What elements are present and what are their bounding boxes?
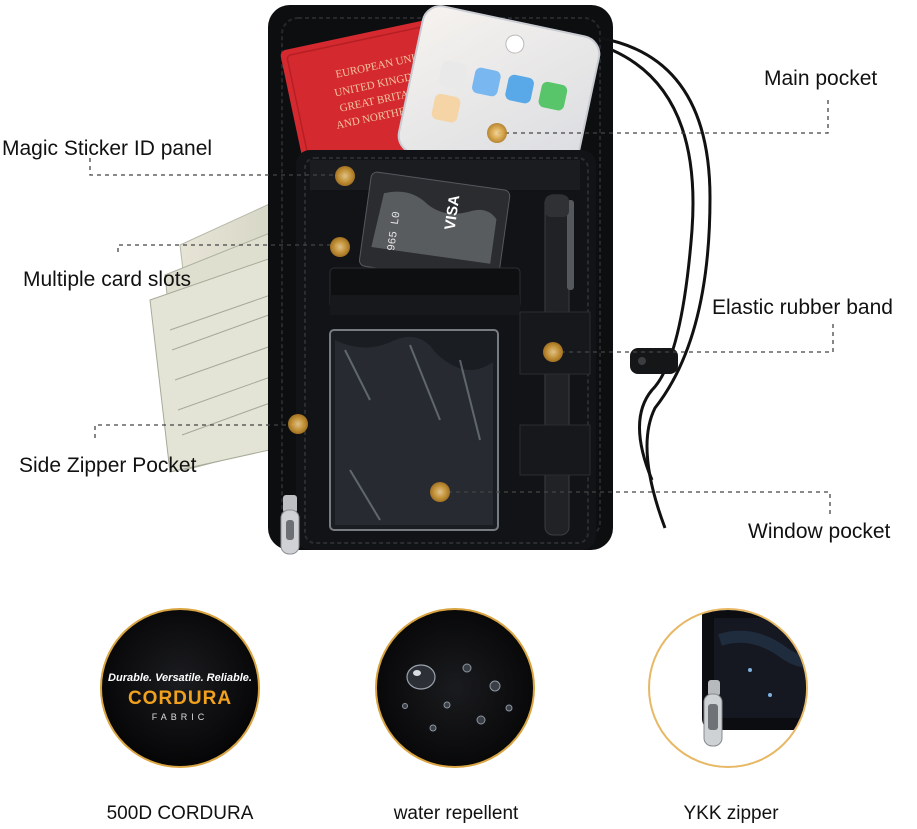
leader-lines bbox=[89, 100, 834, 515]
cord-stopper-icon bbox=[630, 348, 678, 374]
label-window-pocket: Window pocket bbox=[748, 520, 891, 543]
card-number: 965 L0 bbox=[386, 211, 403, 252]
caption-ykk-zipper: YKK zipper bbox=[683, 803, 779, 824]
label-main-pocket: Main pocket bbox=[764, 67, 878, 90]
label-elastic-band: Elastic rubber band bbox=[712, 296, 893, 319]
caption-water-repellent: water repellent bbox=[393, 803, 519, 824]
phone bbox=[397, 5, 601, 185]
pouch-illustration: EUROPEAN UNION UNITED KINGDOM GREAT BRIT… bbox=[89, 5, 834, 555]
water-repellent-circle bbox=[375, 608, 535, 768]
marker-dots bbox=[288, 123, 563, 502]
credit-card: VISA 965 L0 bbox=[358, 171, 511, 285]
caption-cordura: 500D CORDURA bbox=[106, 803, 254, 824]
cordura-brand: CORDURA bbox=[127, 688, 233, 709]
water-droplets-icon bbox=[402, 663, 513, 732]
neck-cord bbox=[599, 36, 712, 529]
cordura-tagline: Durable. Versatile. Reliable. bbox=[108, 672, 252, 684]
label-card-slots: Multiple card slots bbox=[23, 268, 192, 291]
card-brand: VISA bbox=[442, 194, 464, 231]
cordura-sub: FABRIC bbox=[151, 712, 209, 722]
cordura-circle: Durable. Versatile. Reliable. CORDURA FA… bbox=[100, 608, 260, 768]
zipper-pull-icon bbox=[280, 495, 300, 555]
label-magic-sticker: Magic Sticker ID panel bbox=[2, 137, 213, 160]
label-side-zipper: Side Zipper Pocket bbox=[19, 454, 197, 477]
ykk-zipper-circle bbox=[648, 608, 808, 768]
ykk-zipper-icon bbox=[702, 610, 806, 747]
